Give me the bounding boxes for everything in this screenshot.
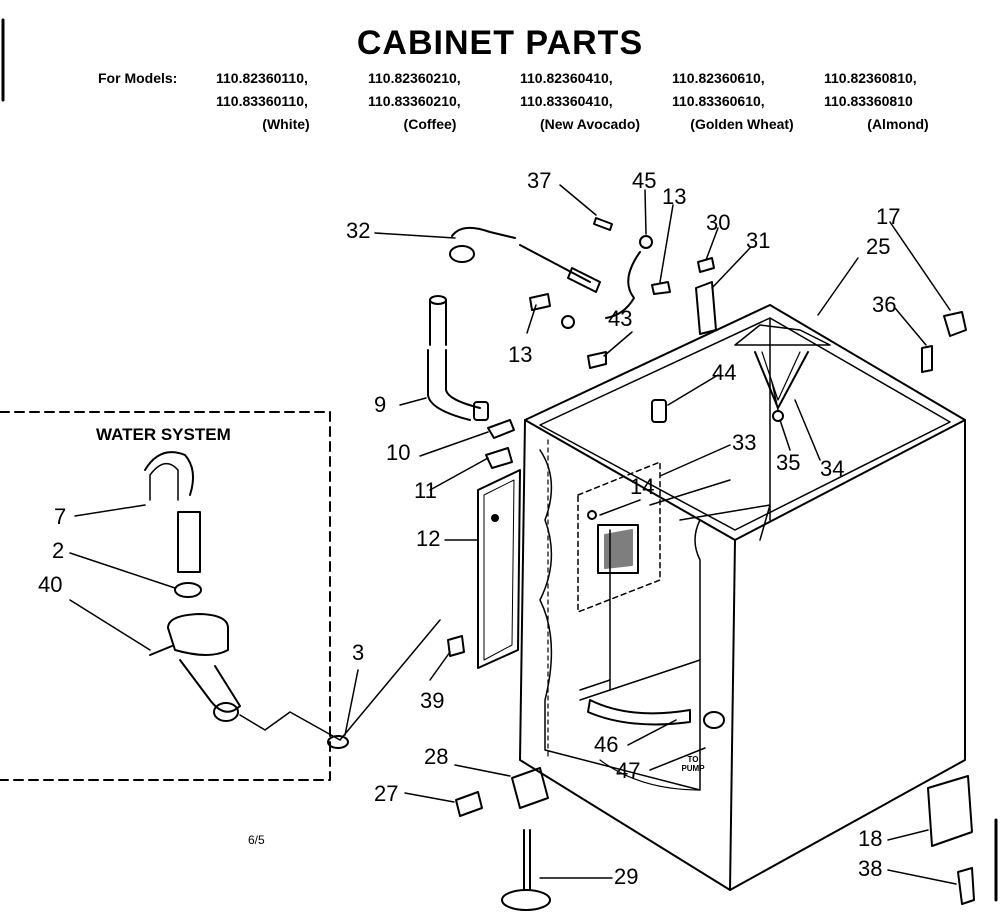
cabinet-body	[519, 304, 966, 891]
control-bracket	[577, 461, 661, 613]
part-17	[943, 311, 967, 337]
leveling-leg	[501, 829, 551, 911]
callout-46: 46	[594, 732, 619, 757]
callout-36: 36	[872, 292, 897, 317]
model-color: (Almond)	[867, 116, 929, 132]
model-number: 110.82360110,	[216, 70, 308, 86]
cord-part	[449, 226, 601, 293]
screw-43	[587, 351, 607, 369]
callout-33: 33	[732, 430, 757, 455]
model-color: (Golden Wheat)	[690, 116, 794, 132]
callout-40: 40	[38, 572, 63, 597]
callout-44: 44	[712, 360, 737, 385]
callout-18: 18	[858, 826, 883, 851]
part-44	[651, 399, 667, 423]
washer-b	[561, 315, 575, 329]
water-system-parts	[144, 451, 441, 749]
model-number: 110.83360210,	[368, 93, 461, 109]
clip-part	[487, 419, 515, 439]
water-system-title: WATER SYSTEM	[96, 425, 231, 444]
callout-14: 14	[630, 474, 655, 499]
callout-28: 28	[424, 744, 449, 769]
part-36	[921, 345, 933, 373]
callout-45: 45	[632, 168, 657, 193]
screw-part	[485, 447, 513, 469]
part-18	[927, 775, 973, 847]
callout-12: 12	[416, 526, 441, 551]
model-color: (New Avocado)	[539, 116, 641, 132]
hose-part	[427, 295, 489, 421]
to-pump-label: TO PUMP	[681, 755, 705, 773]
hose-47	[703, 711, 725, 729]
clip-31	[695, 281, 717, 335]
callout-13: 13	[662, 184, 687, 209]
callout-43: 43	[608, 306, 633, 331]
suspension-bracket	[734, 324, 831, 422]
callout-3: 3	[352, 640, 365, 665]
bolt-part	[651, 281, 671, 295]
clip-30	[697, 257, 715, 273]
wire-part	[605, 251, 641, 319]
water-system-box	[0, 411, 331, 781]
screw-13b	[529, 293, 551, 311]
callout-31: 31	[746, 228, 771, 253]
model-number: 110.82360210,	[368, 70, 461, 86]
part-38	[957, 867, 975, 905]
callout-32: 32	[346, 218, 371, 243]
pin-part	[593, 217, 613, 231]
callout-2: 2	[52, 538, 65, 563]
model-number: 110.83360810	[824, 93, 913, 109]
model-color: (White)	[262, 116, 310, 132]
callout-27: 27	[374, 781, 399, 806]
callout-29: 29	[614, 864, 639, 889]
callout-37: 37	[527, 168, 552, 193]
callout-25: 25	[866, 234, 891, 259]
side-panel	[477, 469, 521, 669]
page-number: 6/5	[248, 833, 265, 847]
callout-11: 11	[414, 478, 437, 503]
model-number: 110.82360610,	[672, 70, 765, 86]
callout-35: 35	[776, 450, 801, 475]
leader-lines	[69, 184, 957, 885]
page-title: CABINET PARTS	[356, 24, 644, 62]
hose-46	[587, 699, 691, 726]
model-number: 110.83360610,	[672, 93, 765, 109]
model-number: 110.82360410,	[520, 70, 613, 86]
model-color: (Coffee)	[403, 116, 457, 132]
model-number: 110.83360110,	[216, 93, 308, 109]
callout-17: 17	[876, 204, 901, 229]
callout-7: 7	[54, 504, 67, 529]
model-number: 110.82360810,	[824, 70, 917, 86]
callout-38: 38	[858, 856, 883, 881]
callout-9: 9	[374, 392, 387, 417]
part-27	[455, 791, 483, 817]
part-28	[511, 767, 549, 809]
callout-39: 39	[420, 688, 445, 713]
models-label: For Models:	[98, 70, 178, 86]
callout-47: 47	[616, 758, 641, 783]
model-number: 110.83360410,	[520, 93, 613, 109]
callout-13: 13	[508, 342, 533, 367]
callout-34: 34	[820, 456, 845, 481]
part-39	[447, 635, 465, 657]
callout-30: 30	[706, 210, 731, 235]
washer-part	[639, 235, 653, 249]
callout-10: 10	[386, 440, 411, 465]
